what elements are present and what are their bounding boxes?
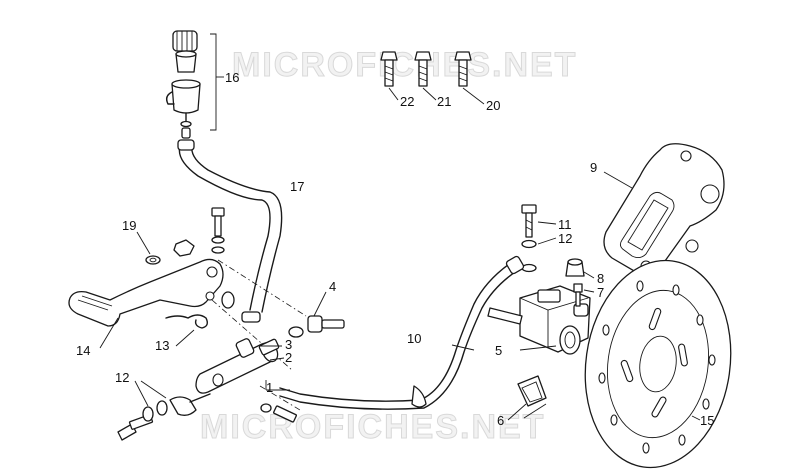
callout-3: 3 <box>285 337 292 352</box>
callout-12-upper: 12 <box>558 231 572 246</box>
axis-line-1 <box>217 259 307 317</box>
axis-line-2 <box>211 299 293 371</box>
callout-12-lower: 12 <box>115 370 129 385</box>
brake-line-b <box>279 269 519 410</box>
watermark-top: MICROFICHES.NET <box>232 46 577 84</box>
callout-16: 16 <box>225 70 239 85</box>
sealing-washer-lower-b[interactable] <box>156 400 168 416</box>
brake-pedal[interactable] <box>68 258 224 327</box>
caliper-carrier[interactable] <box>603 143 725 276</box>
master-to-fitting-line <box>189 393 211 403</box>
pedal-pivot-bolt[interactable] <box>211 207 225 237</box>
reservoir-hose-b <box>191 145 283 313</box>
callout-21: 21 <box>437 94 451 109</box>
push-rod-clevis[interactable] <box>288 315 345 338</box>
sealing-washer-upper-a[interactable] <box>521 239 537 249</box>
hose-clamp-bottom[interactable] <box>241 311 261 323</box>
brake-pad-clip[interactable] <box>517 375 547 407</box>
callout-20: 20 <box>486 98 500 113</box>
callout-2: 2 <box>285 350 292 365</box>
watermark-bottom: MICROFICHES.NET <box>200 408 545 446</box>
callout-19: 19 <box>122 218 136 233</box>
sealing-washer-lower-a[interactable] <box>142 406 154 422</box>
brake-caliper[interactable] <box>487 285 591 355</box>
bracket-16 <box>210 33 217 131</box>
brake-line-fitting[interactable] <box>505 255 525 275</box>
master-cylinder-mount-bolt[interactable] <box>260 403 297 423</box>
pedal-bushing[interactable] <box>221 291 235 309</box>
callout-5: 5 <box>495 343 502 358</box>
callout-10: 10 <box>407 331 421 346</box>
axis-line-3 <box>259 385 301 411</box>
callout-1: 1 <box>266 380 273 395</box>
pivot-washer-a[interactable] <box>211 236 225 244</box>
callout-4: 4 <box>329 279 336 294</box>
banjo-bolt-upper[interactable] <box>521 204 537 238</box>
callout-17: 17 <box>290 179 304 194</box>
callout-15: 15 <box>700 413 714 428</box>
bleed-cap[interactable] <box>565 258 585 277</box>
reservoir-hose-a[interactable] <box>178 145 271 311</box>
pedal-nut[interactable] <box>173 239 195 257</box>
pivot-washer-b[interactable] <box>211 246 225 254</box>
callout-11: 11 <box>558 217 572 232</box>
hose-clamp-top[interactable] <box>177 139 195 151</box>
pivot-washer[interactable] <box>145 255 161 265</box>
callout-22: 22 <box>400 94 414 109</box>
callout-7: 7 <box>597 285 604 300</box>
bolt-20[interactable] <box>454 51 472 87</box>
brake-disc[interactable] <box>572 251 744 474</box>
bleeder-screw[interactable] <box>573 283 583 307</box>
return-spring[interactable] <box>165 314 209 329</box>
bolt-21[interactable] <box>414 51 432 87</box>
brake-fluid-reservoir[interactable] <box>165 30 201 139</box>
master-cylinder[interactable] <box>195 338 281 394</box>
callout-14: 14 <box>76 343 90 358</box>
callout-9: 9 <box>590 160 597 175</box>
brake-line-a[interactable] <box>279 261 513 402</box>
banjo-fitting-lower[interactable] <box>169 396 197 416</box>
callout-13: 13 <box>155 338 169 353</box>
callout-6: 6 <box>497 413 504 428</box>
brake-line-clip[interactable] <box>411 385 427 408</box>
sealing-washer-upper-b[interactable] <box>521 263 537 273</box>
bolt-22[interactable] <box>380 51 398 87</box>
callout-8: 8 <box>597 271 604 286</box>
